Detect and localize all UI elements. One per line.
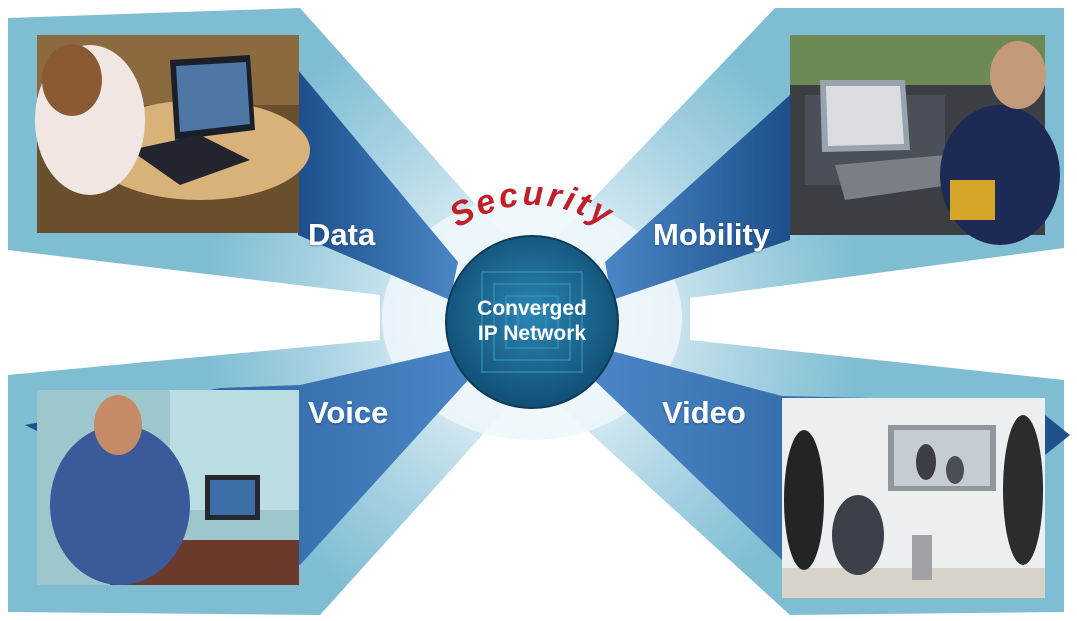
voice-label: Voice xyxy=(308,395,389,430)
hub-circle xyxy=(445,235,619,409)
video-photo xyxy=(782,398,1045,598)
data-label: Data xyxy=(308,217,376,252)
data-photo xyxy=(35,35,310,233)
video-label: Video xyxy=(662,395,746,430)
hub-label-line1: Converged xyxy=(477,297,587,320)
voice-photo xyxy=(37,390,299,585)
mobility-label: Mobility xyxy=(653,217,771,252)
hub-label: Converged IP Network xyxy=(450,296,614,346)
arm-data xyxy=(298,70,458,300)
hub-label-line2: IP Network xyxy=(477,322,587,345)
arm-mobility xyxy=(605,95,790,300)
mobility-photo xyxy=(790,35,1060,245)
